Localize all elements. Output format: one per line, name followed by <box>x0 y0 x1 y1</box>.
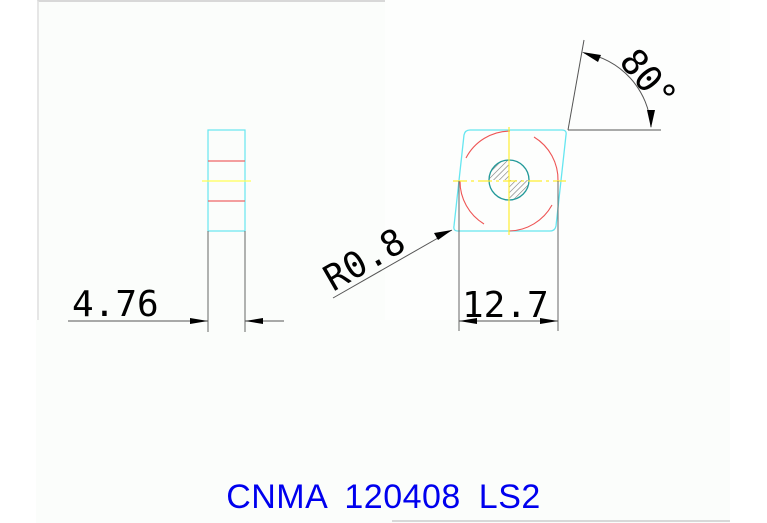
sheet-frame-top <box>37 0 385 320</box>
angle-label: 80° <box>611 41 684 117</box>
side-view: 4.76 <box>68 129 284 332</box>
arrow-right-icon <box>540 318 558 324</box>
thickness-label: 4.76 <box>72 284 159 325</box>
inscribed-circle-arc-tl <box>465 130 511 159</box>
width-label: 12.7 <box>462 285 549 326</box>
top-view: 12.7 R0.8 80° <box>317 39 684 331</box>
arrow-icon <box>647 110 655 128</box>
hole-hatch-br <box>509 180 529 200</box>
sheet-frame-bottom-line <box>392 520 730 522</box>
arrow-right-icon <box>190 318 208 324</box>
hole-hatch-tl <box>489 160 509 180</box>
inscribed-circle-arc-bl <box>459 180 485 225</box>
insert-outline <box>453 129 567 232</box>
sheet-frame-bottom <box>36 320 730 523</box>
arrow-icon <box>434 230 452 240</box>
angle-extension-slanted <box>567 39 585 131</box>
arrow-left-icon <box>245 318 263 324</box>
arrow-icon <box>582 52 601 62</box>
radius-leader-line <box>332 229 453 299</box>
arrow-left-icon <box>459 318 477 324</box>
inscribed-circle-arc-br <box>508 204 553 232</box>
insert-designation-title: CNMA 120408 LS2 <box>226 478 541 516</box>
inscribed-circle-arc-tr <box>533 136 559 182</box>
radius-label: R0.8 <box>317 221 413 300</box>
